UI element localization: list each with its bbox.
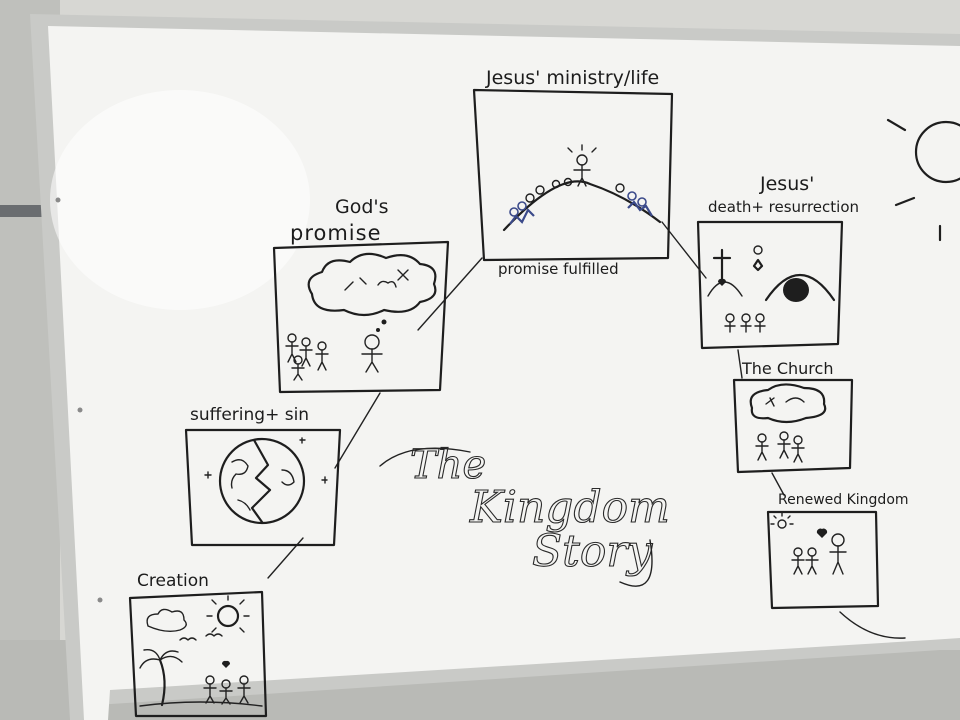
- cloud-contents: [344, 269, 409, 291]
- sun-icon: [216, 604, 240, 628]
- death-label-line1: Jesus': [759, 173, 814, 195]
- stars: [204, 437, 328, 484]
- creation-box: [128, 590, 268, 718]
- panel-creation: Creation: [128, 571, 268, 718]
- title-line1: The: [410, 442, 486, 488]
- connector-promise-ministry: [417, 257, 483, 331]
- creation-label: Creation: [137, 571, 209, 591]
- thought-dot: [381, 319, 387, 325]
- palm-tree-icon: [158, 658, 166, 707]
- connector-renewed-tail: [839, 611, 906, 639]
- promise-box: [272, 240, 450, 394]
- tomb-icon: [764, 274, 836, 302]
- church-cloud-icon: [749, 383, 827, 424]
- panel-church: The Church: [732, 359, 854, 474]
- panel-ministry: Jesus' ministry/life promise fulfilled: [472, 67, 674, 278]
- risen-figure: [752, 245, 764, 272]
- thought-dot: [376, 328, 380, 332]
- disciples-figures: [724, 313, 766, 333]
- big-sun-icon: [886, 118, 960, 242]
- jesus-figure: [567, 144, 597, 187]
- panel-suffering: suffering+ sin: [184, 405, 342, 547]
- death-label-line2: death+ resurrection: [708, 198, 859, 216]
- frame-rivet: [55, 197, 61, 203]
- continents: [230, 459, 295, 511]
- church-label: The Church: [741, 359, 833, 378]
- panel-renewed: Renewed Kingdom: [766, 492, 909, 610]
- thought-cloud-icon: [307, 252, 437, 317]
- crack-icon: [250, 438, 272, 524]
- frame-rivet: [77, 407, 83, 413]
- small-sun-rays: [770, 512, 794, 525]
- suffering-box: [184, 428, 342, 547]
- palm-leaves: [139, 649, 183, 669]
- heart-icon: [717, 278, 727, 286]
- frame-rivet: [97, 597, 103, 603]
- bird-icon: [179, 633, 223, 641]
- title-flourish: [379, 447, 471, 467]
- cloud-icon: [146, 608, 187, 633]
- descendants-figures: [285, 333, 329, 381]
- title-line2: Kingdom: [469, 482, 670, 533]
- promise-label-line1: God's: [335, 196, 389, 218]
- church-cloud-contents: [765, 397, 805, 407]
- renewed-people: [791, 533, 847, 575]
- renewed-box: [766, 510, 880, 610]
- abraham-figure: [361, 334, 383, 373]
- church-box: [732, 378, 854, 474]
- renewed-label: Renewed Kingdom: [778, 492, 909, 508]
- suffering-label: suffering+ sin: [190, 405, 309, 425]
- cross-icon: [712, 248, 732, 284]
- people-icon: [203, 675, 251, 705]
- crowd-icon: [509, 177, 653, 225]
- ministry-label: Jesus' ministry/life: [485, 67, 659, 89]
- tomb-entrance: [783, 278, 809, 302]
- ground-line: [139, 701, 263, 707]
- church-people: [755, 431, 805, 463]
- heart-icon: [816, 528, 828, 538]
- connector-suffering-promise: [334, 392, 381, 469]
- panel-promise: God's promise: [272, 196, 450, 394]
- connector-death-church: [737, 349, 743, 379]
- sun-rays: [206, 595, 250, 633]
- ministry-box: [472, 88, 674, 262]
- title-tail: [619, 539, 653, 587]
- promise-label-line2: promise: [290, 221, 382, 245]
- diagram-title: The Kingdom Story: [379, 441, 670, 587]
- ministry-caption: promise fulfilled: [498, 260, 619, 278]
- window-sill: [0, 205, 45, 217]
- death-box: [696, 220, 844, 350]
- panel-death: Jesus' death+ resurrection: [696, 173, 859, 350]
- title-line3: Story: [532, 526, 653, 577]
- connector-church-renewed: [771, 472, 785, 496]
- heart-icon: [221, 660, 231, 668]
- small-sun-icon: [777, 519, 787, 529]
- glare: [50, 90, 310, 310]
